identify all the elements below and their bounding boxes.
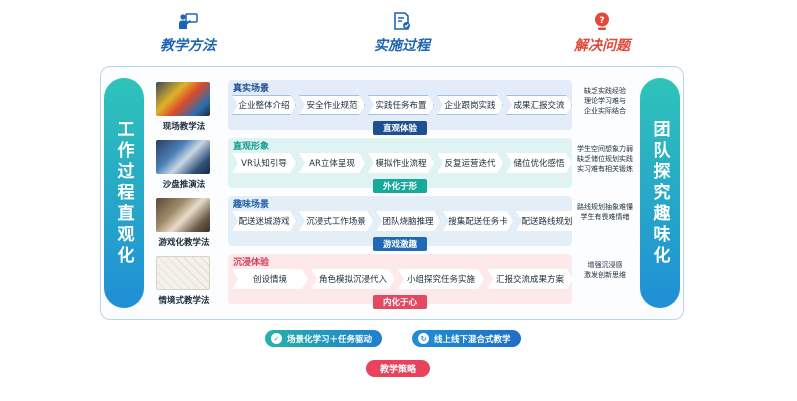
step-item: 反复运营迭代 <box>437 153 503 173</box>
step-item: AR立体呈现 <box>299 153 365 173</box>
problem-line: 激发创新思维 <box>584 271 626 279</box>
step-item: 模拟作业流程 <box>368 153 434 173</box>
method-label: 沙盘推演法 <box>162 180 206 190</box>
process-panel: 趣味场景 配送迷城游戏 沉浸式工作场景 团队烧脑推理 搜集配送任务卡 配送路线规… <box>228 196 572 251</box>
problem-text: 学生空间想象力弱 缺乏储位规划实践 实习难有相关锻炼 <box>574 144 636 174</box>
panel-badge: 游戏激趣 <box>372 237 428 251</box>
step-item: 小组探究任务实施 <box>398 269 484 289</box>
panel-badge: 直观体验 <box>372 121 428 135</box>
row-situational-teaching: 情境式教学法 沉浸体验 创设情境 角色模拟沉浸代入 小组探究任务实施 汇报交流成… <box>148 254 636 314</box>
process-panel: 沉浸体验 创设情境 角色模拟沉浸代入 小组探究任务实施 汇报交流成果方案 内化于… <box>228 254 573 309</box>
strategy-pill-scenario: ✓ 场景化学习＋任务驱动 <box>265 330 383 347</box>
svg-text:?: ? <box>599 16 604 26</box>
process-panel: 直观形象 VR认知引导 AR立体呈现 模拟作业流程 反复运营迭代 储位优化感悟 … <box>228 138 572 193</box>
step-item: 企业跟岗实践 <box>437 95 503 115</box>
step-item: 角色模拟沉浸代入 <box>311 269 395 289</box>
panel-badge: 内化于心 <box>372 295 428 309</box>
step-item: 储位优化感悟 <box>506 153 572 173</box>
problem-line: 路线规划抽象难懂 <box>577 203 633 211</box>
problem-line: 增强沉浸感 <box>587 261 623 269</box>
header-problem: ? 解决问题 <box>542 10 662 55</box>
document-icon <box>391 10 413 32</box>
check-icon: ✓ <box>271 333 282 344</box>
step-item: 汇报交流成果方案 <box>487 269 573 289</box>
step-item: VR认知引导 <box>232 153 296 173</box>
problem-line: 学生有畏难情绪 <box>580 213 630 221</box>
method-label: 情境式教学法 <box>158 296 210 306</box>
row-onsite-teaching: 现场教学法 真实场景 企业整体介绍 安全作业规范 实践任务布置 企业跟岗实践 成… <box>148 80 636 140</box>
panel-title: 直观形象 <box>233 142 270 152</box>
problem-text: 缺乏实践经验 理论学习难与 企业实际结合 <box>574 86 636 116</box>
strategy-pill-blended: ↻ 线上线下混合式教学 <box>412 330 521 347</box>
problem-line: 理论学习难与 <box>584 97 626 105</box>
problem-text: 路线规划抽象难懂 学生有畏难情绪 <box>574 202 636 222</box>
step-item: 搜集配送任务卡 <box>443 211 513 231</box>
problem-line: 企业实际结合 <box>584 107 626 115</box>
onsite-photo <box>156 82 210 116</box>
cycle-icon: ↻ <box>418 333 429 344</box>
header-teaching-method: 教学方法 <box>128 10 248 55</box>
step-item: 安全作业规范 <box>299 95 365 115</box>
header-method-title: 教学方法 <box>160 38 216 54</box>
strategy-pill-text: 场景化学习＋任务驱动 <box>287 334 373 345</box>
step-item: 企业整体介绍 <box>232 95 296 115</box>
step-item: 配送路线规划 <box>516 211 578 231</box>
left-column-banner: 工作过程直观化 <box>104 78 144 308</box>
question-icon: ? <box>591 10 613 32</box>
right-column-text: 团队探究趣味化 <box>649 119 670 267</box>
step-item: 创设情境 <box>232 269 308 289</box>
step-item: 实践任务布置 <box>368 95 434 115</box>
panel-title: 沉浸体验 <box>233 258 270 268</box>
teaching-strategy-label: 教学策略 <box>366 360 430 377</box>
method-label: 现场教学法 <box>162 122 206 132</box>
row-sandbox-simulation: 沙盘推演法 直观形象 VR认知引导 AR立体呈现 模拟作业流程 反复运营迭代 储… <box>148 138 636 198</box>
step-item: 成果汇报交流 <box>506 95 572 115</box>
panel-badge: 外化于形 <box>372 179 428 193</box>
gamified-photo <box>156 198 210 232</box>
row-gamified-teaching: 游戏化教学法 趣味场景 配送迷城游戏 沉浸式工作场景 团队烧脑推理 搜集配送任务… <box>148 196 636 256</box>
method-label: 游戏化教学法 <box>158 238 210 248</box>
situational-map-image <box>156 256 210 290</box>
problem-text: 增强沉浸感 激发创新思维 <box>574 260 636 280</box>
strategy-pill-text: 线上线下混合式教学 <box>434 334 511 345</box>
step-item: 配送迷城游戏 <box>232 211 296 231</box>
problem-line: 缺乏实践经验 <box>584 87 626 95</box>
step-item: 沉浸式工作场景 <box>299 211 373 231</box>
step-item: 团队烧脑推理 <box>376 211 440 231</box>
problem-line: 实习难有相关锻炼 <box>577 165 633 173</box>
left-column-text: 工作过程直观化 <box>113 119 134 267</box>
teacher-icon <box>177 10 199 32</box>
header-process-title: 实施过程 <box>374 38 430 54</box>
right-column-banner: 团队探究趣味化 <box>640 78 680 308</box>
problem-line: 学生空间想象力弱 <box>577 145 633 153</box>
problem-line: 缺乏储位规划实践 <box>577 155 633 163</box>
header-implementation: 实施过程 <box>342 10 462 55</box>
panel-title: 真实场景 <box>233 84 270 94</box>
process-panel: 真实场景 企业整体介绍 安全作业规范 实践任务布置 企业跟岗实践 成果汇报交流 … <box>228 80 572 135</box>
header-problem-title: 解决问题 <box>574 38 630 54</box>
panel-title: 趣味场景 <box>233 200 270 210</box>
sandbox-photo <box>156 140 210 174</box>
